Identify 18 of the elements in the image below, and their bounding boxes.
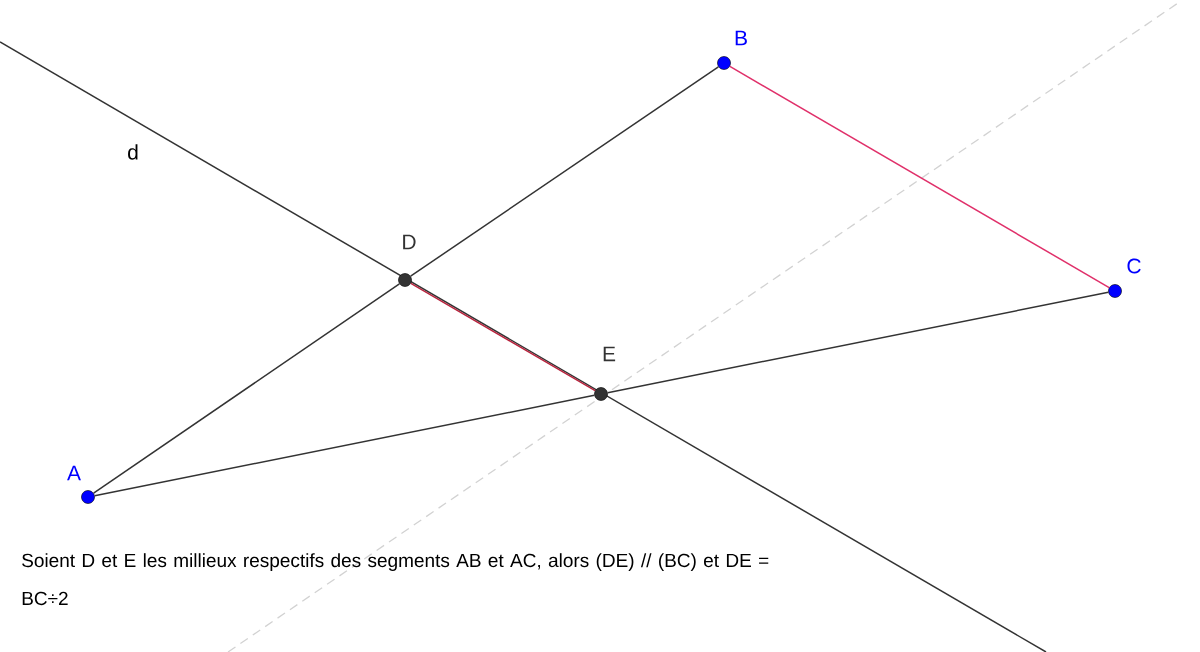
point: C	[1108, 258, 1141, 298]
statement-text: Soient D et E les millieux respectifs des segments AB et AC, alors (DE) // (BC) et DE = BC÷2	[22, 553, 769, 606]
node-label: D	[403, 234, 416, 250]
segment	[729, 65, 1110, 289]
point: E	[594, 346, 616, 401]
segment	[93, 394, 596, 497]
point: A	[67, 465, 95, 504]
point: D	[398, 234, 416, 287]
node-label: B	[735, 30, 747, 46]
node-label: A	[67, 465, 81, 481]
node-label: C	[1127, 258, 1141, 274]
point: B	[717, 30, 747, 70]
segment	[92, 283, 401, 494]
line-label: d	[128, 144, 138, 160]
segment	[606, 291, 1110, 394]
segment	[409, 66, 720, 277]
node-label: E	[603, 346, 616, 362]
segment	[410, 282, 596, 392]
